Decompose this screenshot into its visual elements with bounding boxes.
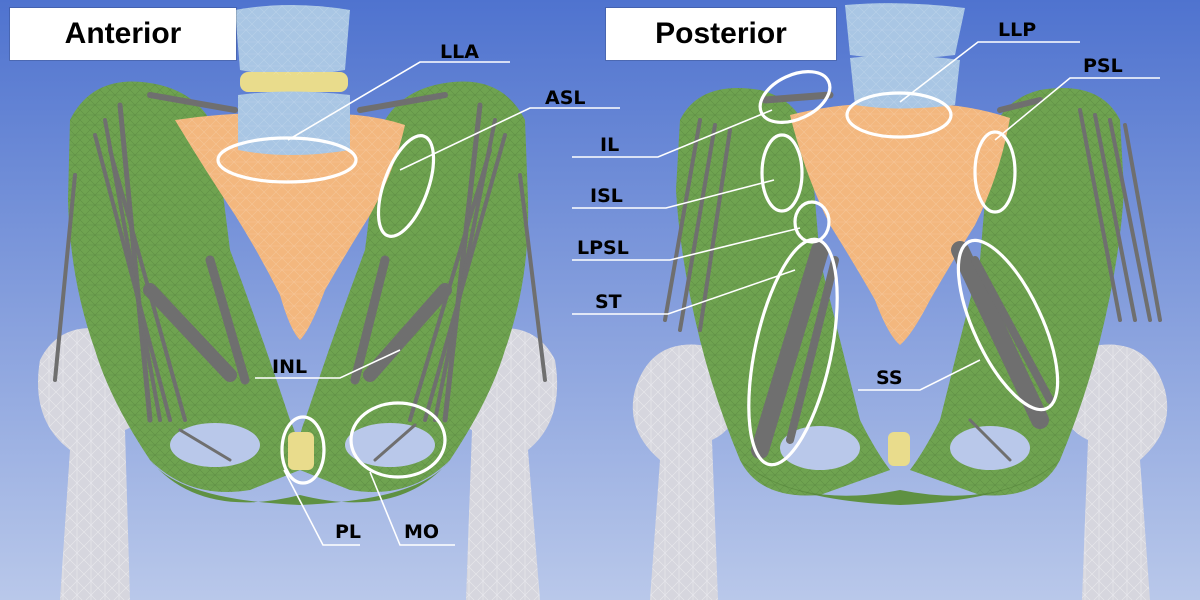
label-psl: PSL xyxy=(1083,55,1123,77)
label-asl: ASL xyxy=(545,87,586,109)
label-isl: ISL xyxy=(590,185,623,207)
label-il: IL xyxy=(600,134,619,156)
posterior-view-title: Posterior xyxy=(606,8,836,60)
label-lla: LLA xyxy=(440,41,479,63)
label-lpsl: LPSL xyxy=(577,237,629,259)
label-llp: LLP xyxy=(998,19,1036,41)
anterior-view-title: Anterior xyxy=(10,8,236,60)
label-pl: PL xyxy=(335,521,361,543)
label-inl: INL xyxy=(272,356,307,378)
lumbar-spine-anterior xyxy=(235,5,350,155)
label-st: ST xyxy=(595,291,622,313)
label-ss: SS xyxy=(876,367,903,389)
label-mo: MO xyxy=(404,521,439,543)
